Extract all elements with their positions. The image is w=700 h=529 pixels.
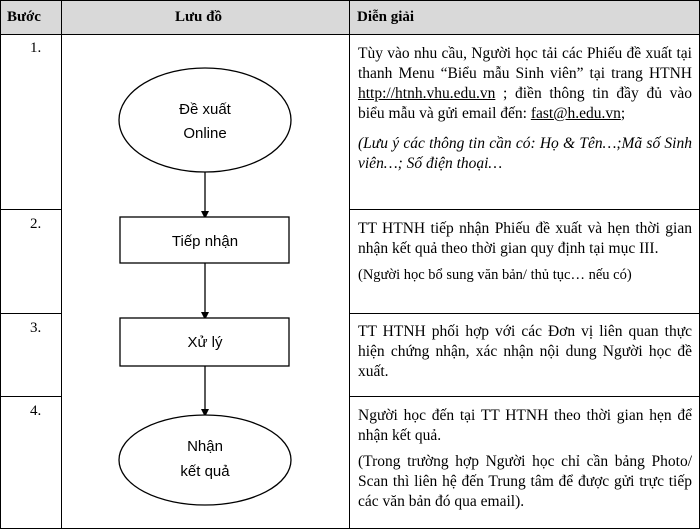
step-number-2: 2. (30, 216, 42, 232)
step-number-4: 4. (30, 403, 42, 419)
table-border-top (0, 0, 700, 1)
description-step-1-part-1: Tùy vào nhu cầu, Người học tải các Phiếu… (358, 45, 692, 82)
flow-end-label-line2: kết quả (180, 463, 230, 480)
flowchart: Đề xuất Online Tiếp nhận Xử lý Nhận kết … (118, 67, 292, 506)
flow-process-label: Xử lý (187, 334, 223, 351)
flow-start-label-line1: Đề xuất (179, 101, 232, 118)
description-step-2-text: TT HTNH tiếp nhận Phiếu đề xuất và hẹn t… (358, 220, 692, 257)
description-step-3-text: TT HTNH phối hợp với các Đơn vị liên qua… (358, 323, 692, 380)
description-step-2-note: (Người học bổ sung văn bản/ thủ tục… nếu… (358, 267, 632, 283)
row-divider-3-desc (349, 396, 700, 397)
support-email-link[interactable]: fast@h.edu.vn (530, 105, 621, 122)
step-number-3: 3. (30, 320, 42, 336)
table-header-background (1, 1, 699, 34)
step-number-1: 1. (30, 40, 42, 56)
flow-receive-box (119, 216, 290, 264)
htnh-website-link[interactable]: http://htnh.vhu.edu.vn (358, 85, 496, 102)
flow-end-ellipse (118, 414, 292, 506)
table-border-left (0, 0, 1, 529)
flow-receive-label: Tiếp nhận (172, 233, 238, 250)
description-step-4-note: (Trong trường hợp Người học chỉ cần bảng… (358, 453, 692, 510)
description-step-1-part-2: ; điền thông tin đầy đủ vào biểu mẫu và … (358, 85, 692, 122)
header-flowchart: Lưu đồ (175, 9, 222, 25)
header-divider (0, 34, 700, 35)
row-divider-1-desc (349, 209, 700, 210)
description-step-1: Tùy vào nhu cầu, Người học tải các Phiếu… (358, 44, 692, 174)
flow-end-label-line1: Nhận (187, 438, 223, 455)
row-divider-3-step (0, 396, 62, 397)
description-step-3: TT HTNH phối hợp với các Đơn vị liên qua… (358, 322, 692, 382)
description-step-1-note: (Lưu ý các thông tin cần có: Họ & Tên…;M… (358, 135, 692, 172)
column-divider-flow (349, 0, 350, 529)
header-step: Bước (7, 9, 41, 25)
row-divider-2-desc (349, 313, 700, 314)
column-divider-step (61, 0, 62, 529)
row-divider-1-step (0, 209, 62, 210)
row-divider-2-step (0, 313, 62, 314)
description-step-4: Người học đến tại TT HTNH theo thời gian… (358, 406, 692, 512)
description-step-4-text: Người học đến tại TT HTNH theo thời gian… (358, 407, 692, 444)
header-description: Diễn giải (357, 9, 415, 25)
flow-process-box (119, 317, 290, 367)
description-step-1-part-3: ; (620, 105, 626, 122)
flow-start-ellipse (118, 67, 292, 173)
description-step-2: TT HTNH tiếp nhận Phiếu đề xuất và hẹn t… (358, 219, 692, 285)
description-step-1-text: Tùy vào nhu cầu, Người học tải các Phiếu… (358, 44, 692, 124)
flow-start-label-line2: Online (183, 125, 226, 142)
